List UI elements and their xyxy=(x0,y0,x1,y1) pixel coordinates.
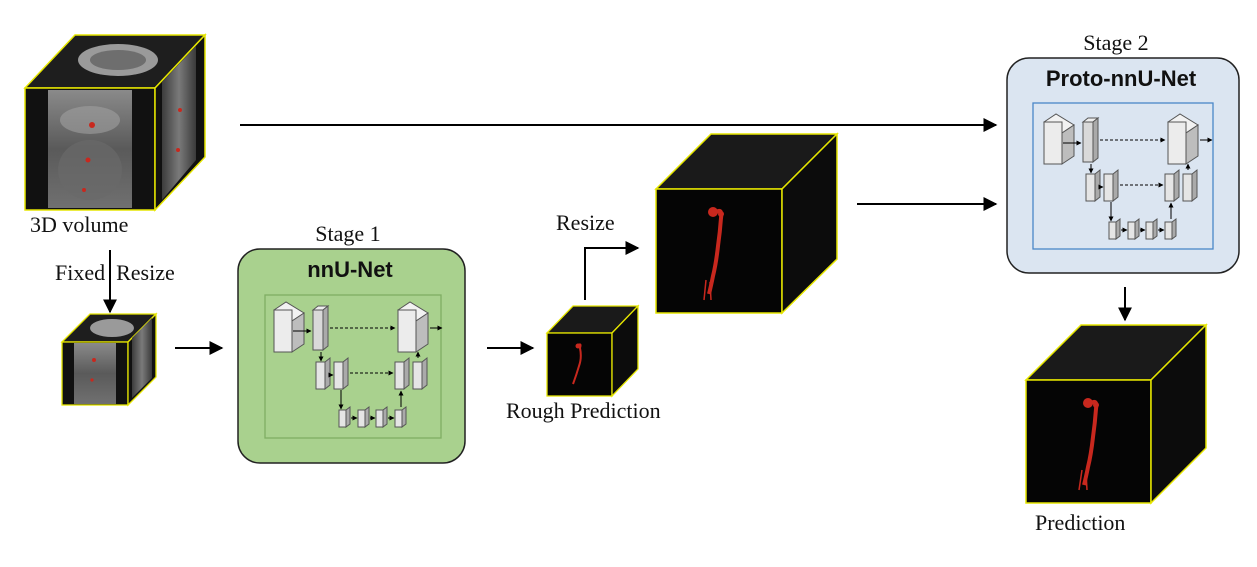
stage1-box xyxy=(237,248,466,464)
stage1-network-label: nnU-Net xyxy=(307,257,393,282)
input-ct-volume xyxy=(23,33,207,212)
stage1-title: Stage 1 xyxy=(315,221,380,246)
fixed-resize-label: Fixed Resize xyxy=(55,260,175,285)
prediction-label: Prediction xyxy=(1035,510,1125,535)
resized-ct-volume xyxy=(60,312,158,407)
resize-arrow xyxy=(584,241,640,300)
stage2-network-label: Proto-nnU-Net xyxy=(1046,66,1197,91)
final-prediction-cube xyxy=(1024,323,1208,505)
input-volume-label: 3D volume xyxy=(30,212,128,237)
stage1-unet-sketch xyxy=(273,301,443,428)
rough-prediction-label: Rough Prediction xyxy=(506,398,661,423)
stage2-unet-sketch xyxy=(1043,113,1213,240)
stage2-box xyxy=(1006,57,1240,274)
rough-prediction-cube xyxy=(545,304,640,398)
stage2-title: Stage 2 xyxy=(1083,30,1148,55)
resize-label: Resize xyxy=(556,210,615,235)
resized-prediction-cube xyxy=(654,132,839,315)
